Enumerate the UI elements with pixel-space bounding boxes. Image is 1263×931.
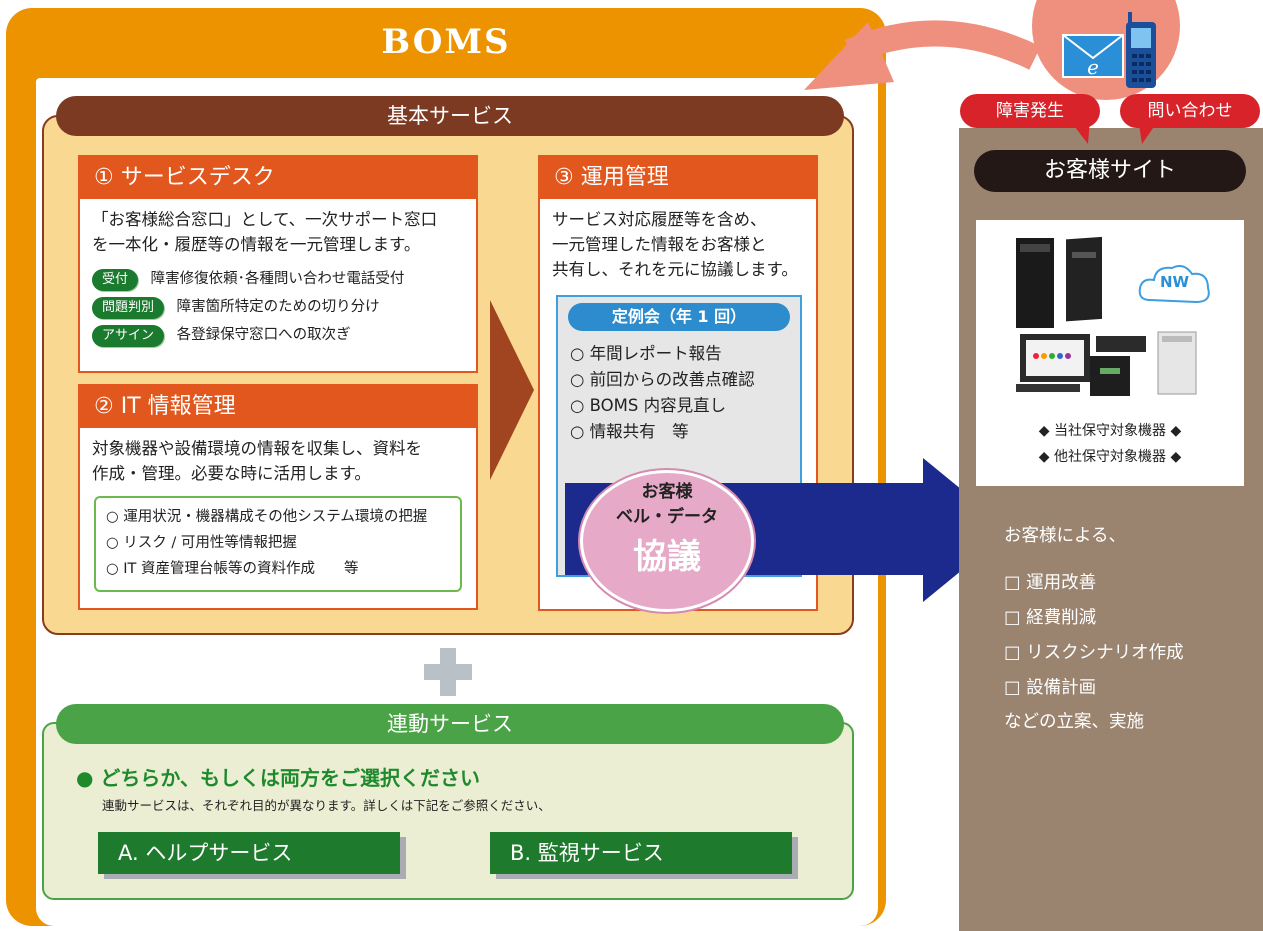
equipment-illustration (1016, 236, 1197, 396)
service-desk-desc-2: を一本化・履歴等の情報を一元管理します。 (92, 235, 421, 254)
inquiry-badge: 問い合わせ (1120, 94, 1260, 128)
tag-row: アサイン 各登録保守窓口への取次ぎ (92, 321, 476, 349)
linkage-subtext: 連動サービスは、それぞれ目的が異なります。詳しくは下記をご参照ください、 (102, 798, 551, 813)
meeting-item: ○ 年間レポート報告 (570, 344, 722, 363)
meeting-title: 定例会（年 1 回） (568, 303, 790, 331)
tag-text: 障害修復依頼･各種問い合わせ電話受付 (150, 271, 405, 287)
customer-item: □ 運用改善 (1004, 573, 1097, 593)
customer-intro: お客様による、 (1004, 526, 1126, 546)
it-info-list: ○ 運用状況・機器構成その他システム環境の把握 ○ リスク / 可用性等情報把握… (94, 496, 462, 592)
customer-item: □ リスクシナリオ作成 (1004, 643, 1184, 663)
service-desk-panel: ① サービスデスク 「お客様総合窓口」として、一次サポート窓口 を一本化・履歴等… (78, 155, 478, 373)
list-item: ○ IT 資産管理台帳等の資料作成 等 (106, 561, 359, 577)
plus-icon (424, 648, 472, 696)
customer-outro: などの立案、実施 (1004, 712, 1144, 732)
customer-item: □ 経費削減 (1004, 608, 1097, 628)
service-desk-desc-1: 「お客様総合窓口」として、一次サポート窓口 (92, 210, 438, 229)
customer-site-header: お客様サイト (974, 150, 1246, 192)
network-label: NW (1160, 273, 1190, 291)
tag-row: 問題判別 障害箇所特定のための切り分け (92, 293, 476, 321)
customer-items: □ 運用改善 □ 経費削減 □ リスクシナリオ作成 □ 設備計画 (1004, 566, 1184, 706)
meeting-item: ○ 情報共有 等 (570, 422, 689, 441)
basic-service-header: 基本サービス (56, 96, 844, 136)
equipment-label-1: ◆ 当社保守対象機器 ◆ (1038, 423, 1182, 439)
linkage-service-header: 連動サービス (56, 704, 844, 744)
operation-desc-1: サービス対応履歴等を含め、 (552, 210, 767, 229)
it-info-title: ② IT 情報管理 (80, 386, 476, 428)
email-icon: e (1062, 34, 1124, 78)
tag-pill: 問題判別 (92, 297, 165, 319)
consult-big: 協議 (633, 537, 701, 577)
consult-line-2: ベル・データ (616, 507, 718, 527)
it-info-desc-2: 作成・管理。必要な時に活用します。 (92, 464, 371, 483)
operation-desc-3: 共有し、それを元に協議します。 (552, 260, 798, 279)
tag-pill: 受付 (92, 269, 139, 291)
linkage-headline: ● どちらか、もしくは両方をご選択ください (76, 766, 481, 790)
it-info-desc-1: 対象機器や設備環境の情報を収集し、資料を (92, 439, 422, 458)
meeting-item: ○ 前回からの改善点確認 (570, 370, 755, 389)
customer-item: □ 設備計画 (1004, 678, 1097, 698)
consultation-oval: お客様 ベル・データ 協議 (580, 470, 754, 612)
service-desk-title: ① サービスデスク (80, 157, 476, 199)
tag-row: 受付 障害修復依頼･各種問い合わせ電話受付 (92, 265, 476, 293)
operation-desc-2: 一元管理した情報をお客様と (552, 235, 767, 254)
equipment-label-2: ◆ 他社保守対象機器 ◆ (1038, 449, 1182, 465)
failure-badge: 障害発生 (960, 94, 1100, 128)
flow-arrow-icon (490, 300, 534, 480)
operation-title: ③ 運用管理 (540, 157, 816, 199)
consult-line-1: お客様 (641, 482, 693, 502)
network-cloud-icon (1138, 265, 1210, 304)
mobile-phone-icon (1126, 12, 1156, 88)
tag-pill: アサイン (92, 325, 165, 347)
svg-text:e: e (1087, 55, 1099, 78)
tag-text: 各登録保守窓口への取次ぎ (176, 327, 351, 343)
help-service-button[interactable]: A. ヘルプサービス (98, 832, 400, 874)
curved-arrow-icon (804, 20, 1040, 90)
boms-title: BOMS (381, 22, 511, 62)
list-item: ○ 運用状況・機器構成その他システム環境の把握 (106, 509, 428, 525)
monitoring-service-button[interactable]: B. 監視サービス (490, 832, 792, 874)
meeting-item: ○ BOMS 内容見直し (570, 396, 727, 415)
tag-text: 障害箇所特定のための切り分け (176, 299, 380, 315)
list-item: ○ リスク / 可用性等情報把握 (106, 535, 297, 551)
